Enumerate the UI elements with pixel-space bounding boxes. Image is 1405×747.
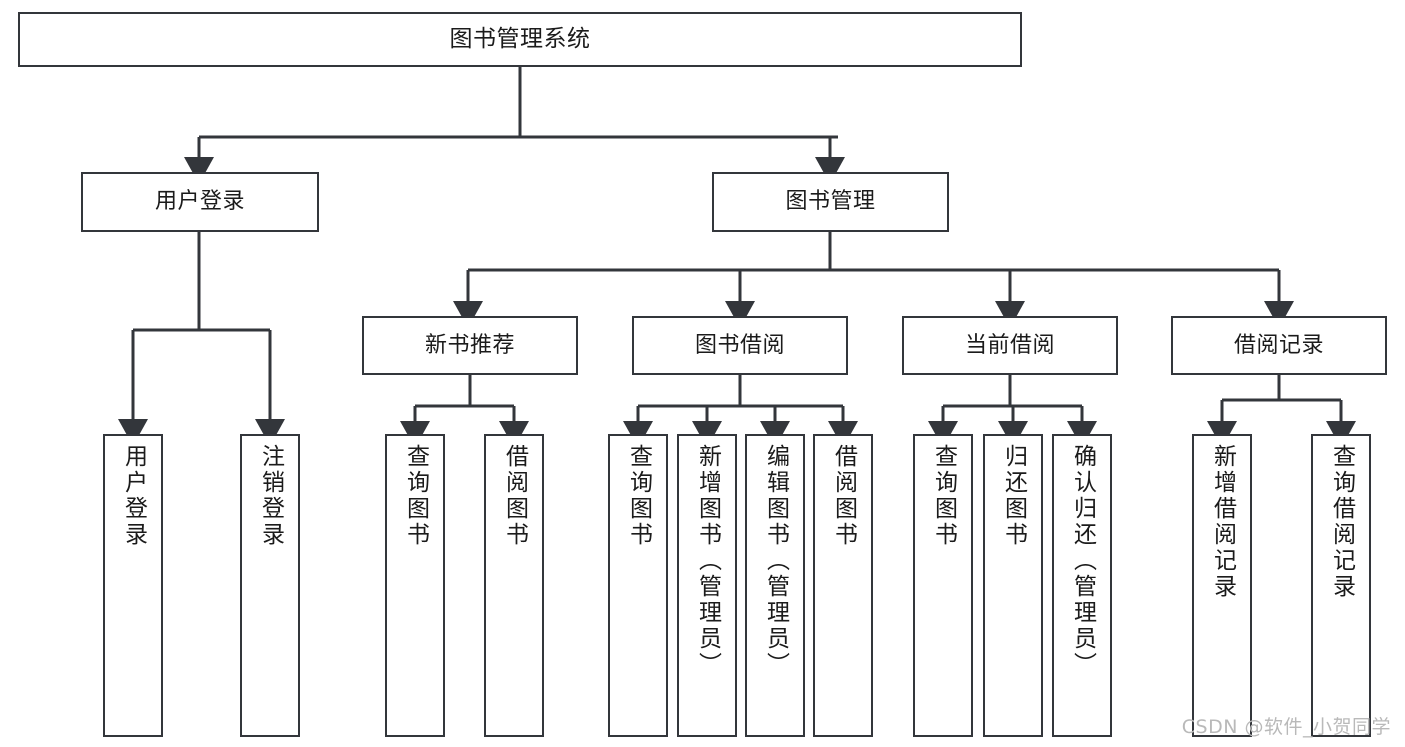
- node-leaf-user-login-label: 用户登录: [120, 444, 147, 548]
- node-leaf-query-book-borrow[interactable]: 查询图书: [608, 434, 668, 737]
- node-current-borrow-label: 当前借阅: [964, 332, 1055, 358]
- node-leaf-user-logout-label: 注销登录: [257, 444, 284, 548]
- node-leaf-query-borrow-record[interactable]: 查询借阅记录: [1311, 434, 1371, 737]
- node-borrow-record-label: 借阅记录: [1233, 332, 1324, 358]
- node-current-borrow[interactable]: 当前借阅: [902, 316, 1118, 375]
- node-leaf-return-book[interactable]: 归还图书: [983, 434, 1043, 737]
- node-leaf-user-login[interactable]: 用户登录: [103, 434, 163, 737]
- node-book-manage[interactable]: 图书管理: [712, 172, 949, 232]
- node-leaf-query-borrow-record-label: 查询借阅记录: [1328, 444, 1355, 600]
- node-leaf-add-borrow-record[interactable]: 新增借阅记录: [1192, 434, 1252, 737]
- node-leaf-user-logout[interactable]: 注销登录: [240, 434, 300, 737]
- node-book-borrow[interactable]: 图书借阅: [632, 316, 848, 375]
- node-new-book-recommend[interactable]: 新书推荐: [362, 316, 578, 375]
- node-leaf-query-book-rec[interactable]: 查询图书: [385, 434, 445, 737]
- node-leaf-confirm-return-admin-label: 确认归还（管理员）: [1069, 444, 1096, 678]
- node-leaf-add-book-admin[interactable]: 新增图书（管理员）: [677, 434, 737, 737]
- node-leaf-add-borrow-record-label: 新增借阅记录: [1209, 444, 1236, 600]
- node-leaf-add-book-admin-label: 新增图书（管理员）: [694, 444, 721, 678]
- node-user-login-label: 用户登录: [154, 189, 245, 215]
- node-leaf-borrow-book-rec[interactable]: 借阅图书: [484, 434, 544, 737]
- node-leaf-confirm-return-admin[interactable]: 确认归还（管理员）: [1052, 434, 1112, 737]
- node-leaf-query-book-borrow-label: 查询图书: [625, 444, 652, 548]
- node-leaf-borrow-book-rec-label: 借阅图书: [501, 444, 528, 548]
- watermark: CSDN @软件_小贺同学: [1181, 716, 1391, 738]
- node-user-login[interactable]: 用户登录: [81, 172, 319, 232]
- node-borrow-record[interactable]: 借阅记录: [1171, 316, 1387, 375]
- node-leaf-borrow-book-label: 借阅图书: [830, 444, 857, 548]
- node-leaf-query-book-current[interactable]: 查询图书: [913, 434, 973, 737]
- node-leaf-query-book-rec-label: 查询图书: [402, 444, 429, 548]
- node-root[interactable]: 图书管理系统: [18, 12, 1022, 67]
- node-leaf-query-book-current-label: 查询图书: [930, 444, 957, 548]
- node-leaf-edit-book-admin-label: 编辑图书（管理员）: [762, 444, 789, 678]
- node-leaf-edit-book-admin[interactable]: 编辑图书（管理员）: [745, 434, 805, 737]
- node-leaf-borrow-book[interactable]: 借阅图书: [813, 434, 873, 737]
- node-book-manage-label: 图书管理: [785, 189, 876, 215]
- node-new-book-recommend-label: 新书推荐: [424, 332, 515, 358]
- node-book-borrow-label: 图书借阅: [694, 332, 785, 358]
- node-root-label: 图书管理系统: [449, 25, 591, 52]
- node-leaf-return-book-label: 归还图书: [1000, 444, 1027, 548]
